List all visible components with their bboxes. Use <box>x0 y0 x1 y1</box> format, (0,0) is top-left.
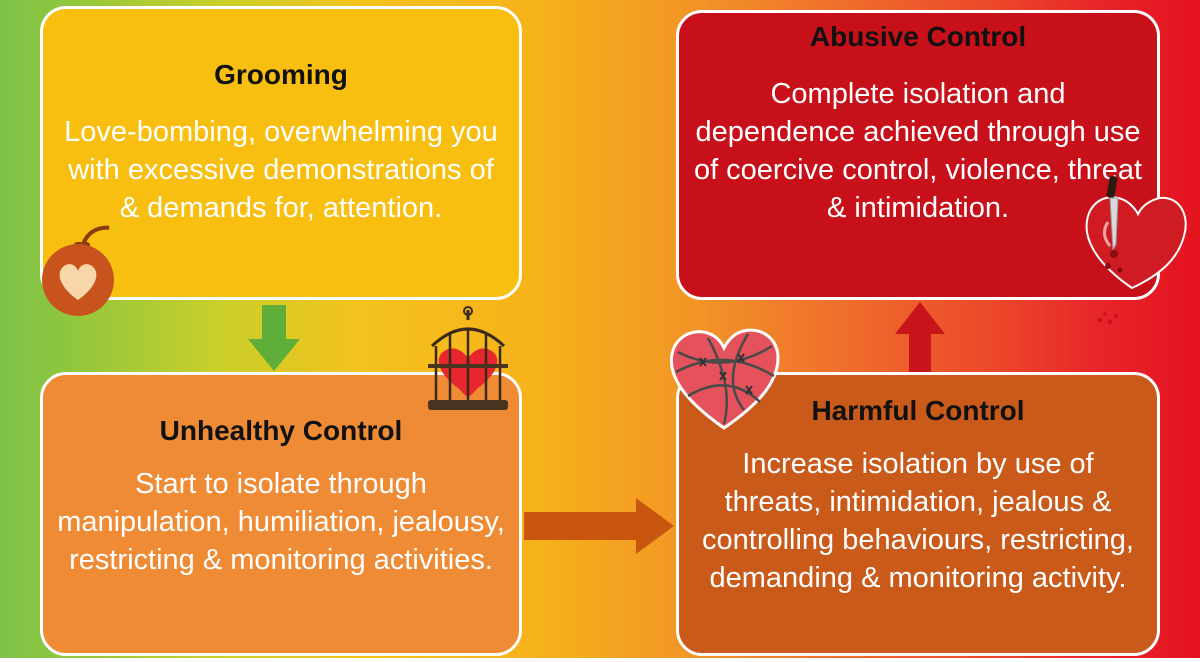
stage-unhealthy-body: Start to isolate through manipulation, h… <box>57 468 505 576</box>
stage-grooming: Grooming Love-bombing, overwhelming you … <box>40 6 522 300</box>
stage-harmful-body: Increase isolation by use of threats, in… <box>702 448 1134 594</box>
stage-grooming-title: Grooming <box>214 59 348 90</box>
stabbed-heart-icon <box>1085 175 1187 325</box>
stage-abusive-title: Abusive Control <box>809 21 1027 52</box>
stage-grooming-body: Love-bombing, overwhelming you with exce… <box>64 116 498 224</box>
stage-harmful-title: Harmful Control <box>811 395 1025 426</box>
arrow-right <box>524 498 674 554</box>
bomb-heart-icon <box>42 223 119 316</box>
arrow-up <box>895 302 945 372</box>
stage-unhealthy-control: Unhealthy Control Start to isolate throu… <box>40 372 522 656</box>
stage-abusive-control: Abusive Control Complete isolation and d… <box>676 10 1160 300</box>
barbed-wire-heart-icon <box>669 328 780 430</box>
stage-unhealthy-title: Unhealthy Control <box>159 415 403 446</box>
stage-harmful-control: Harmful Control Increase isolation by us… <box>676 372 1160 656</box>
arrow-down <box>248 305 300 371</box>
caged-heart-icon <box>428 306 508 410</box>
stage-abusive-body: Complete isolation and dependence achiev… <box>693 78 1143 224</box>
